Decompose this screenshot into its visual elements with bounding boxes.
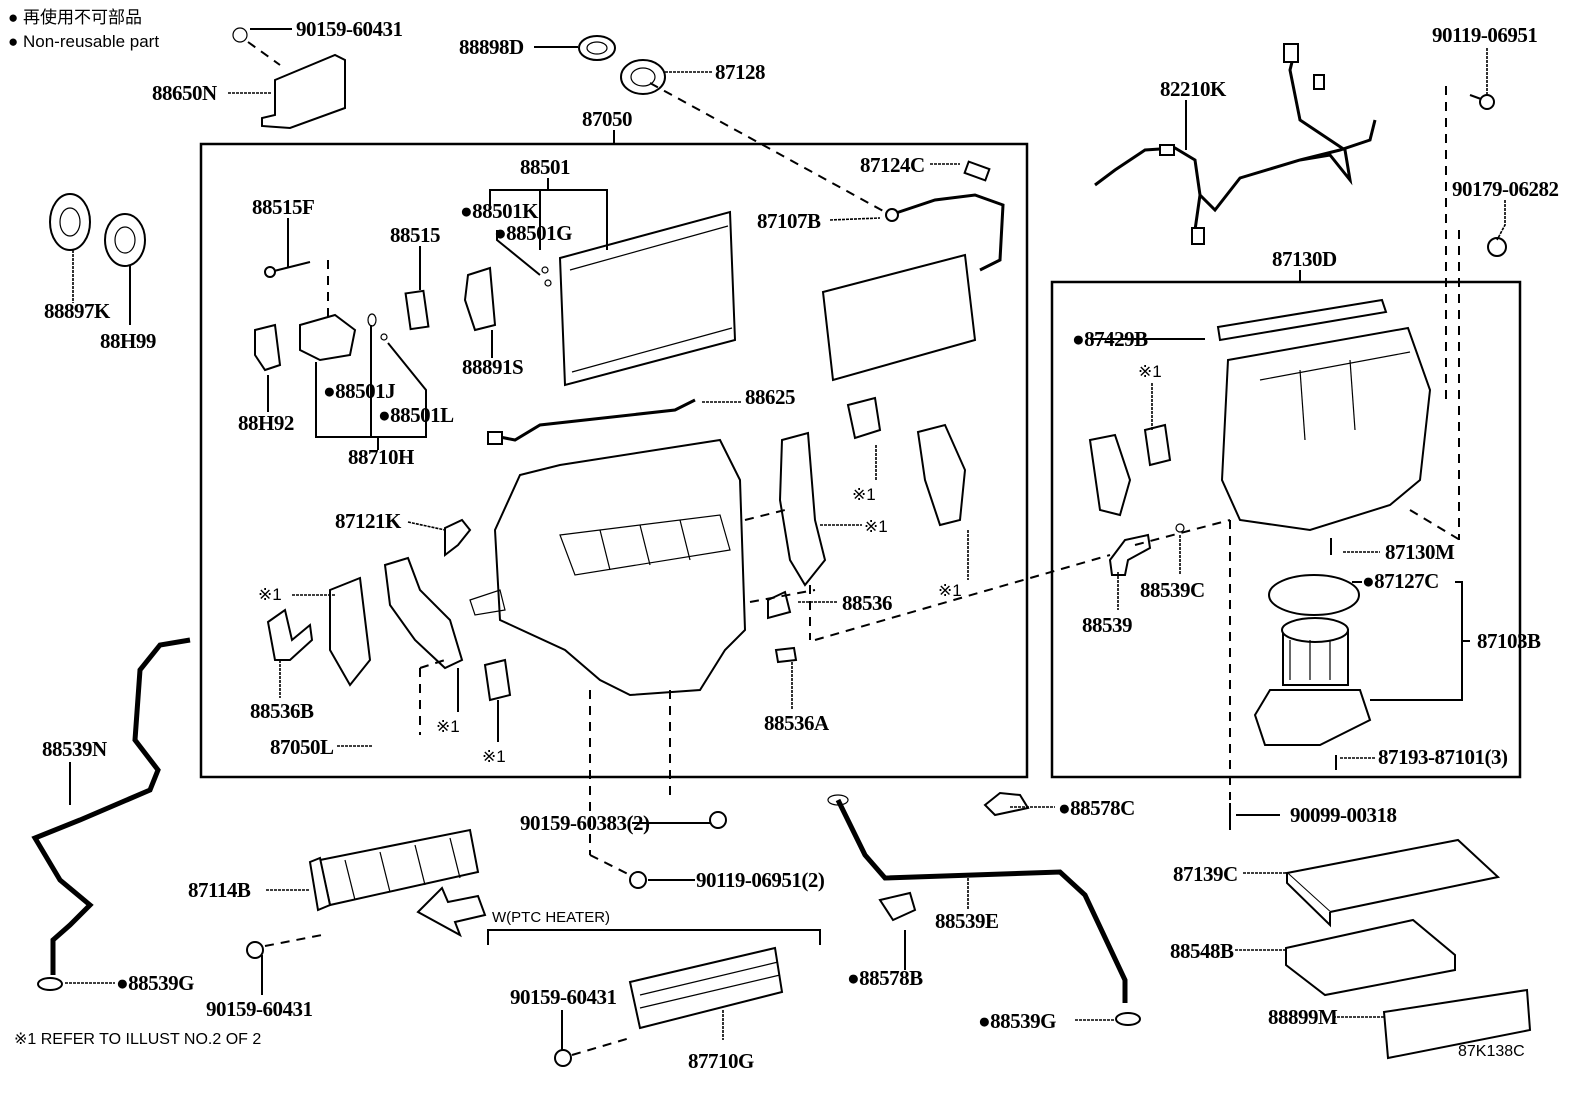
variant-label: W(PTC HEATER) [492,909,610,926]
part-label-87050[interactable]: 87050 [582,107,633,131]
part-label-87130m[interactable]: 87130M [1385,540,1456,564]
part-label-87127c[interactable]: ●87127C [1362,569,1439,593]
part-label-87124c[interactable]: 87124C [860,153,925,177]
part-label-87429b[interactable]: ●87429B [1072,327,1149,351]
leader-lines [65,28,1506,1050]
part-label-90119-06951[interactable]: 90119-06951 [1432,23,1538,47]
part-label-88891s[interactable]: 88891S [462,355,524,379]
part-label-88539g[interactable]: ●88539G [978,1009,1057,1033]
part-label-88501[interactable]: 88501 [520,155,571,179]
part-label-87114b[interactable]: 87114B [188,878,251,902]
harness-icon [487,398,696,445]
part-label-88536[interactable]: 88536 [842,591,893,615]
assembly-box-87130D [1050,280,1522,779]
bracket-icon [232,27,346,130]
part-label-88650n[interactable]: 88650N [152,81,218,105]
part-label-88h99[interactable]: 88H99 [100,329,156,353]
part-label-88578b[interactable]: ●88578B [847,966,924,990]
part-label-88515f[interactable]: 88515F [252,195,315,219]
part-label-90099-00318[interactable]: 90099-00318 [1290,803,1397,827]
part-label-87710g[interactable]: 87710G [688,1049,755,1073]
part-label-88578c[interactable]: ●88578C [1058,796,1135,820]
part-label-88501j[interactable]: ●88501J [323,379,396,403]
reference-marks: ※1 ※1 ※1 ※1 ※1 ※1 ※1 [258,362,1162,766]
blower-case-icon [1088,298,1461,800]
wire-harness-icon [1094,43,1377,245]
part-label-90159-60431[interactable]: 90159-60431 [510,985,617,1009]
part-label-88501g[interactable]: ●88501G [494,221,573,245]
part-label-88h92[interactable]: 88H92 [238,411,294,435]
ptc-heater-icon [246,811,821,1067]
part-label-87130d[interactable]: 87130D [1272,247,1338,271]
ref-mark: ※1 [864,517,888,536]
legend-japanese: ● 再使用不可部品 [8,7,142,27]
part-label-88515[interactable]: 88515 [390,223,441,247]
part-label-87050l[interactable]: 87050L [270,735,335,759]
part-label-90159-60383-2[interactable]: 90159-60383(2) [520,811,650,835]
legend-english: ● Non-reusable part [8,32,159,51]
part-label-88539n[interactable]: 88539N [42,737,108,761]
part-label-87121k[interactable]: 87121K [335,509,403,533]
part-label-87128[interactable]: 87128 [715,60,766,84]
part-label-90159-60431[interactable]: 90159-60431 [206,997,313,1021]
ref-mark: ※1 [1138,362,1162,381]
part-label-88501k[interactable]: ●88501K [460,199,540,223]
small-parts-icon [266,396,1111,735]
view-direction-arrow-icon [416,886,487,938]
part-label-90179-06282[interactable]: 90179-06282 [1452,177,1559,201]
part-label-88899m[interactable]: 88899M [1268,1005,1339,1029]
illustration-id: 87K138C [1458,1043,1525,1060]
part-label-88539g[interactable]: ●88539G [116,971,195,995]
ref-mark: ※1 [482,747,506,766]
part-label-88897k[interactable]: 88897K [44,299,112,323]
expansion-valve-icon [254,260,497,372]
blower-motor-icon [1253,538,1372,770]
grommet-icon [578,35,886,213]
ref-mark: ※1 [436,717,460,736]
part-label-88539c[interactable]: 88539C [1140,578,1205,602]
part-label-87139c[interactable]: 87139C [1173,862,1238,886]
part-label-87103b[interactable]: 87103B [1477,629,1542,653]
heater-case-icon [469,438,747,855]
cabin-filter-icon [983,791,1532,1060]
part-label-82210k[interactable]: 82210K [1160,77,1228,101]
part-label-88536b[interactable]: 88536B [250,699,315,723]
ref-mark: ※1 [258,585,282,604]
footnote: ※1 REFER TO ILLUST NO.2 OF 2 [14,1031,261,1048]
ref-mark: ※1 [938,581,962,600]
part-label-88536a[interactable]: 88536A [764,711,831,735]
part-label-88625[interactable]: 88625 [745,385,796,409]
part-label-90119-06951-2[interactable]: 90119-06951(2) [696,868,825,892]
part-label-88548b[interactable]: 88548B [1170,939,1235,963]
part-label-88539[interactable]: 88539 [1082,613,1133,637]
part-label-87193-87101-3[interactable]: 87193-87101(3) [1378,745,1508,769]
seal-ring-icon [49,193,146,267]
drain-hose-icon [31,637,1141,1026]
part-label-88539e[interactable]: 88539E [935,909,999,933]
part-label-90159-60431[interactable]: 90159-60431 [296,17,403,41]
part-label-88710h[interactable]: 88710H [348,445,415,469]
heater-core-icon [821,160,1005,382]
part-label-87107b[interactable]: 87107B [757,209,822,233]
part-label-88898d[interactable]: 88898D [459,35,525,59]
evaporator-icon [541,210,737,387]
part-labels: 90159-60431 88650N 88898D 87128 87050 82… [42,17,1559,1073]
ref-mark: ※1 [852,485,876,504]
part-label-88501l[interactable]: ●88501L [378,403,455,427]
screw-icon [1445,86,1507,540]
